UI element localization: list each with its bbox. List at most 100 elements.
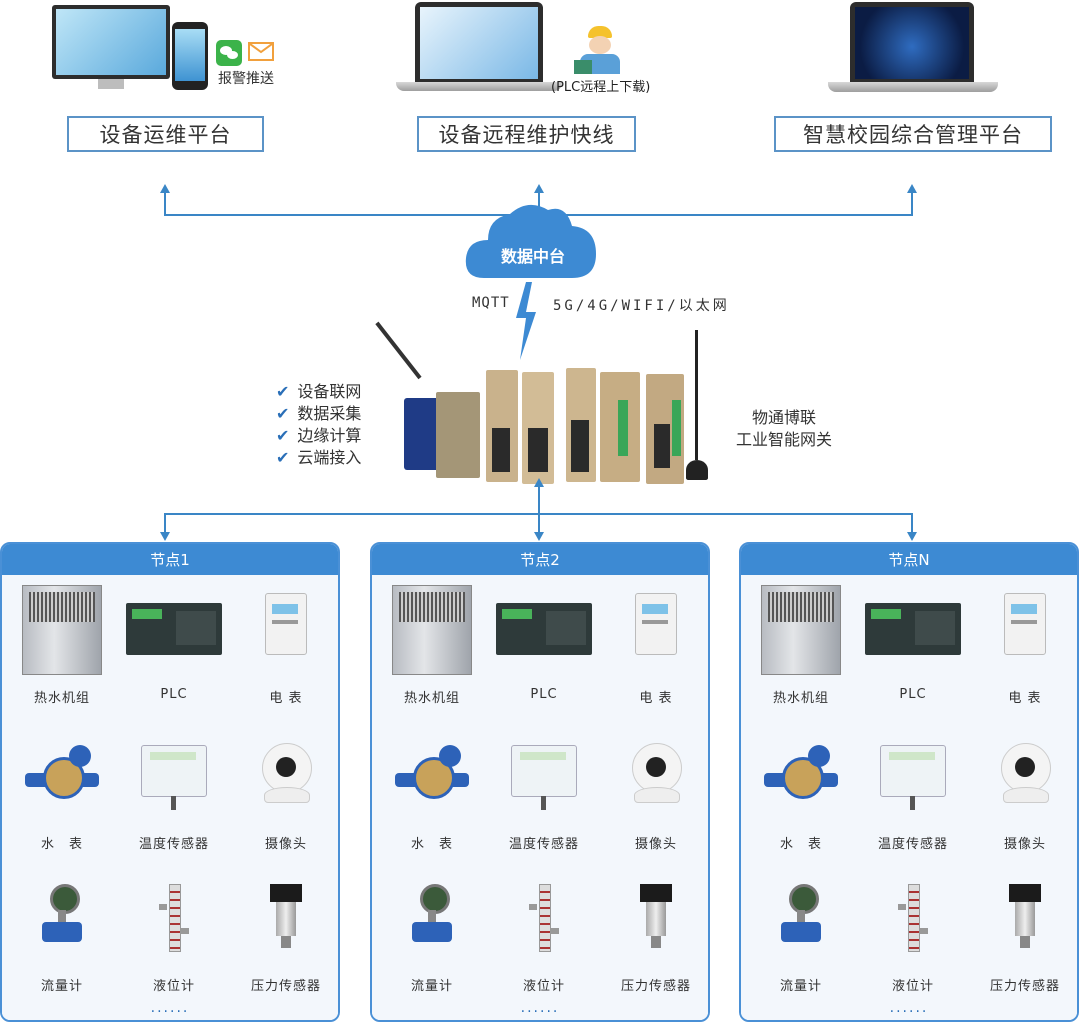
device-item: 摄像头 bbox=[969, 735, 1077, 853]
laptop-base-icon bbox=[396, 82, 562, 91]
camera-icon bbox=[630, 743, 682, 803]
platform-smart-campus: 智慧校园综合管理平台 bbox=[774, 116, 1052, 152]
device-label: PLC bbox=[899, 687, 927, 702]
pressure-sensor-icon bbox=[266, 884, 306, 950]
level-gauge-icon bbox=[529, 884, 559, 952]
device-label: 电 表 bbox=[1008, 691, 1042, 706]
device-label: 摄像头 bbox=[1003, 837, 1046, 852]
device-label: 流量计 bbox=[40, 979, 83, 994]
device-item: 摄像头 bbox=[600, 735, 708, 853]
device-item: 热水机组 bbox=[745, 585, 857, 707]
water-meter-icon bbox=[395, 745, 469, 805]
arrow-up-icon bbox=[907, 184, 917, 193]
device-label: PLC bbox=[530, 687, 558, 702]
phone-icon bbox=[172, 22, 208, 90]
device-label: 温度传感器 bbox=[138, 837, 209, 852]
device-item: 流量计 bbox=[6, 880, 118, 995]
node-panel: 节点1 热水机组 PLC 电 表水 表温度传感器 摄像头流量计 液位计 压力传感器....… bbox=[0, 542, 340, 1022]
platform-remote-maintenance: 设备远程维护快线 bbox=[417, 116, 636, 152]
device-item: PLC bbox=[857, 585, 969, 707]
device-label: PLC bbox=[160, 687, 188, 702]
device-label: 摄像头 bbox=[634, 837, 677, 852]
device-label: 压力传感器 bbox=[620, 979, 691, 994]
hot-water-unit-icon bbox=[392, 585, 472, 675]
node-title: 节点1 bbox=[2, 544, 338, 575]
feature-item: ✔设备联网 bbox=[276, 382, 362, 401]
temperature-sensor-icon bbox=[141, 745, 207, 810]
device-item: 压力传感器 bbox=[969, 880, 1077, 995]
hot-water-unit-icon bbox=[761, 585, 841, 675]
cloud-icon bbox=[465, 204, 596, 278]
check-icon: ✔ bbox=[276, 448, 290, 467]
device-item: 摄像头 bbox=[230, 735, 338, 853]
node-body: 热水机组 PLC 电 表水 表温度传感器 摄像头流量计 液位计 压力传感器...... bbox=[2, 575, 338, 1020]
laptop-dashboard-icon bbox=[850, 2, 974, 82]
device-item: 电 表 bbox=[969, 585, 1077, 707]
monitor-icon bbox=[52, 5, 170, 79]
pressure-sensor-icon bbox=[636, 884, 676, 950]
device-item: 压力传感器 bbox=[230, 880, 338, 995]
connector-line bbox=[164, 513, 166, 533]
flow-meter-icon bbox=[781, 884, 821, 950]
device-label: 温度传感器 bbox=[877, 837, 948, 852]
device-label: 液位计 bbox=[152, 979, 195, 994]
device-item: 温度传感器 bbox=[857, 735, 969, 853]
arrow-down-icon bbox=[160, 532, 170, 541]
gateway-name-line2: 工业智能网关 bbox=[736, 430, 833, 449]
device-item: 电 表 bbox=[230, 585, 338, 707]
level-gauge-icon bbox=[898, 884, 928, 952]
connector-line bbox=[538, 192, 540, 216]
device-item: 电 表 bbox=[600, 585, 708, 707]
water-meter-icon bbox=[764, 745, 838, 805]
cloud-label: 数据中台 bbox=[501, 247, 566, 266]
connector-line bbox=[164, 192, 166, 216]
protocol-networks: 5G/4G/WIFI/以太网 bbox=[553, 298, 730, 314]
device-item: 流量计 bbox=[745, 880, 857, 995]
more-indicator: ...... bbox=[150, 1000, 190, 1016]
device-item: 温度传感器 bbox=[118, 735, 230, 853]
camera-icon bbox=[999, 743, 1051, 803]
node-title: 节点N bbox=[741, 544, 1077, 575]
connector-line bbox=[538, 484, 540, 532]
device-label: 液位计 bbox=[891, 979, 934, 994]
device-item: 温度传感器 bbox=[488, 735, 600, 853]
device-label: 压力传感器 bbox=[989, 979, 1060, 994]
device-item: 水 表 bbox=[6, 735, 118, 853]
camera-icon bbox=[260, 743, 312, 803]
plc-icon bbox=[126, 603, 222, 655]
gateway-name-line1: 物通博联 bbox=[752, 408, 817, 427]
device-item: PLC bbox=[488, 585, 600, 707]
hot-water-unit-icon bbox=[22, 585, 102, 675]
electric-meter-icon bbox=[265, 593, 307, 655]
connector-line bbox=[164, 513, 913, 515]
water-meter-icon bbox=[25, 745, 99, 805]
device-label: 流量计 bbox=[779, 979, 822, 994]
check-icon: ✔ bbox=[276, 404, 290, 423]
arrow-down-icon bbox=[907, 532, 917, 541]
device-label: 电 表 bbox=[269, 691, 303, 706]
more-indicator: ...... bbox=[520, 1000, 560, 1016]
arrow-up-icon bbox=[534, 478, 544, 487]
device-item: 水 表 bbox=[376, 735, 488, 853]
device-item: 液位计 bbox=[488, 880, 600, 995]
electric-meter-icon bbox=[635, 593, 677, 655]
temperature-sensor-icon bbox=[880, 745, 946, 810]
plc-icon bbox=[865, 603, 961, 655]
protocol-mqtt: MQTT bbox=[472, 295, 510, 311]
electric-meter-icon bbox=[1004, 593, 1046, 655]
level-gauge-icon bbox=[159, 884, 189, 952]
device-label: 摄像头 bbox=[264, 837, 307, 852]
device-item: 热水机组 bbox=[6, 585, 118, 707]
platform-ops: 设备运维平台 bbox=[67, 116, 264, 152]
email-icon bbox=[248, 42, 274, 61]
device-item: 热水机组 bbox=[376, 585, 488, 707]
monitor-stand-icon bbox=[98, 79, 124, 89]
device-item: 液位计 bbox=[118, 880, 230, 995]
check-icon: ✔ bbox=[276, 426, 290, 445]
device-item: 流量计 bbox=[376, 880, 488, 995]
arrow-up-icon bbox=[160, 184, 170, 193]
laptop-base-icon bbox=[828, 82, 998, 92]
